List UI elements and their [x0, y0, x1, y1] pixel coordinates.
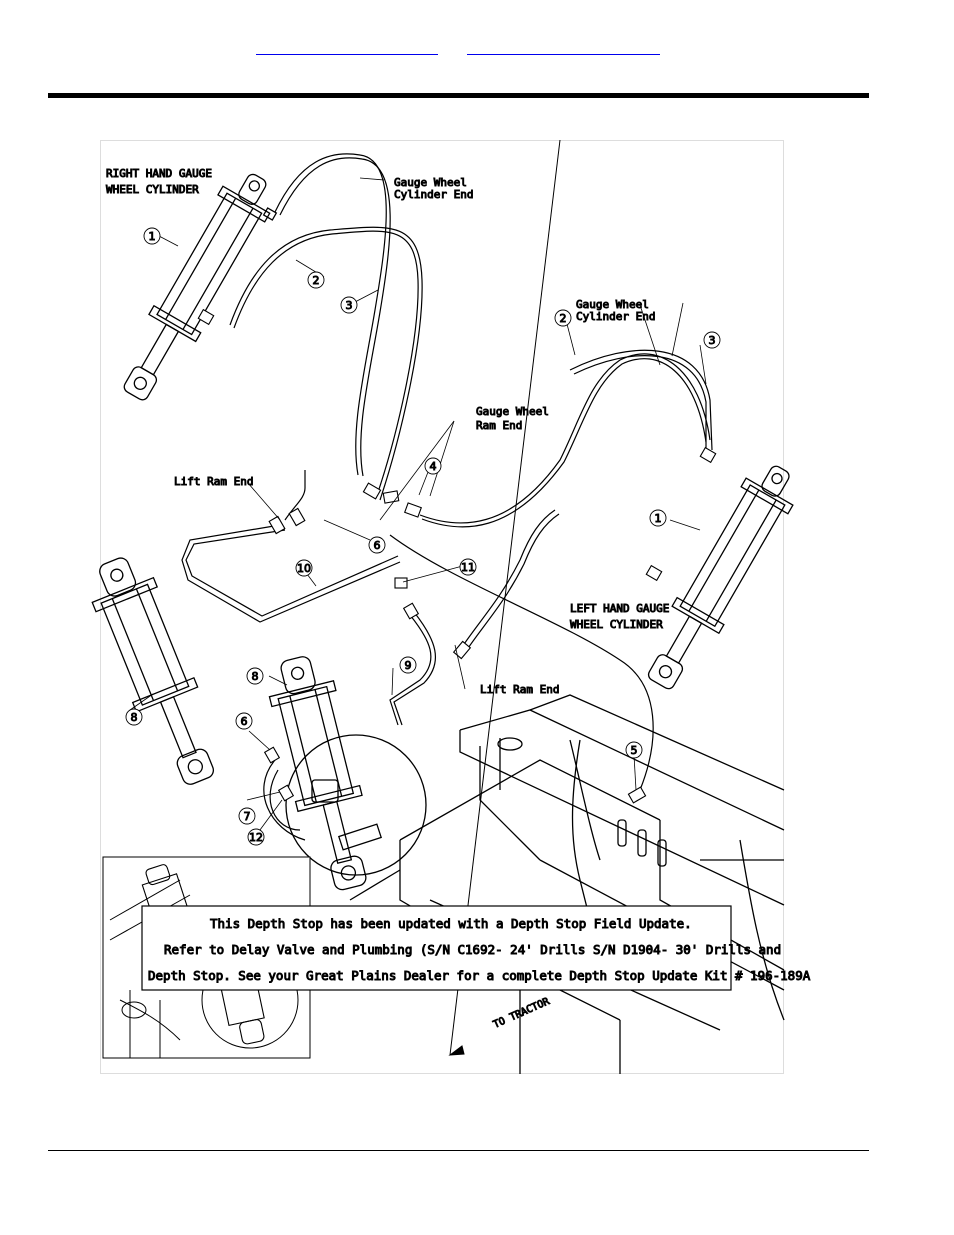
callout-5: 5: [631, 744, 638, 757]
callout-2-lh: 2: [560, 312, 567, 325]
callout-1-lh: 1: [655, 512, 662, 525]
callouts: [125, 227, 721, 846]
header-rule: [48, 93, 869, 98]
header-link-left[interactable]: [256, 38, 438, 55]
callout-6-a: 6: [374, 539, 381, 552]
callout-8-center: 8: [252, 670, 259, 683]
callout-8-left: 8: [131, 711, 138, 724]
gauge-wheel-ram-end-1: Gauge Wheel: [476, 405, 549, 418]
note-line-1: This Depth Stop has been updated with a …: [210, 916, 692, 931]
callout-11: 11: [461, 561, 475, 574]
gauge-wheel-cyl-end-a-1: Gauge Wheel: [394, 176, 467, 189]
lift-cylinder-center: [268, 656, 427, 891]
callout-3-lh: 3: [709, 334, 716, 347]
depth-stop-note-box: This Depth Stop has been updated with a …: [141, 905, 811, 991]
lh-cylinder-label-2: WHEEL CYLINDER: [570, 618, 663, 631]
right-gauge-wheel-cylinder: [123, 173, 278, 401]
rh-cylinder-label-1: RIGHT HAND GAUGE: [106, 167, 212, 180]
callout-4: 4: [430, 460, 437, 473]
lh-cylinder-label-1: LEFT HAND GAUGE: [570, 602, 669, 615]
fittings: [197, 308, 717, 804]
left-gauge-wheel-cylinder: [647, 465, 794, 690]
leader-lines: [129, 177, 707, 835]
drill-frame: [349, 694, 785, 1074]
gauge-wheel-cyl-end-b-1: Gauge Wheel: [576, 298, 649, 311]
callout-1-rh: 1: [149, 230, 156, 243]
callout-3-rh: 3: [346, 299, 353, 312]
callout-10: 10: [297, 562, 311, 575]
rh-cylinder-label-2: WHEEL CYLINDER: [106, 183, 199, 196]
gauge-wheel-ram-end-2: Ram End: [476, 419, 522, 432]
hydraulic-diagram: TO TRACTOR: [91, 139, 811, 1074]
lift-ram-end-a: Lift Ram End: [174, 475, 253, 488]
callout-12: 12: [249, 831, 263, 844]
hoses: [181, 153, 713, 841]
callout-7: 7: [244, 810, 251, 823]
callout-6-b: 6: [241, 715, 248, 728]
gauge-wheel-cyl-end-b-2: Cylinder End: [576, 310, 655, 323]
diagram-frame: [100, 140, 784, 1074]
header-link-right[interactable]: [467, 38, 660, 55]
to-tractor-label: TO TRACTOR: [492, 996, 552, 1031]
callout-9: 9: [405, 659, 412, 672]
gauge-wheel-cyl-end-a-2: Cylinder End: [394, 188, 473, 201]
note-line-3: Depth Stop. See your Great Plains Dealer…: [148, 968, 811, 983]
lift-ram-end-b: Lift Ram End: [480, 683, 559, 696]
note-line-2: Refer to Delay Valve and Plumbing (S/N C…: [164, 942, 781, 957]
callout-2-rh: 2: [313, 274, 320, 287]
footer-rule: [48, 1150, 869, 1151]
